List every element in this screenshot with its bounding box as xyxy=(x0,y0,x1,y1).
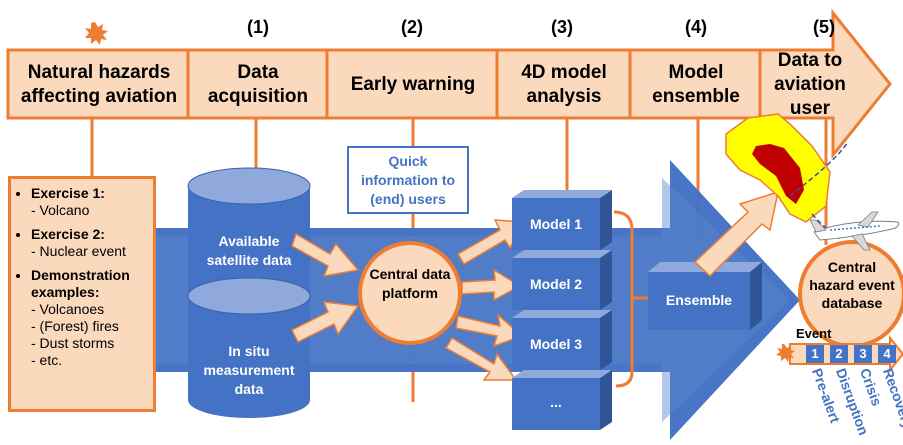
in-situ-data-label: In situ measurement data xyxy=(203,343,295,397)
stage-number-5: (5) xyxy=(813,17,835,37)
exercise-item: Exercise 1: - Volcano xyxy=(31,185,153,219)
stage-number-2: (2) xyxy=(401,17,423,37)
stage-label-ensemble: Model ensemble xyxy=(652,62,740,107)
central-platform-circle xyxy=(358,241,462,345)
phase-1-box: 1 xyxy=(806,345,824,363)
exercise-sub: - Volcano xyxy=(31,202,90,218)
quick-info-box: Quick information to (end) users xyxy=(347,146,469,214)
exercise-title: Exercise 1: xyxy=(31,185,105,201)
exercise-item: Exercise 2: - Nuclear event xyxy=(31,226,153,260)
exercise-sub: - Dust storms xyxy=(31,335,115,351)
input-arrows xyxy=(290,232,360,344)
airplane-icon xyxy=(809,211,900,251)
ensemble-cube xyxy=(648,262,762,330)
ensemble-label: Ensemble xyxy=(665,292,733,308)
flow-arrow xyxy=(156,160,800,440)
model-more-label: ... xyxy=(550,394,562,410)
exercise-title: Exercise 2: xyxy=(31,226,105,242)
model-cubes xyxy=(512,190,612,430)
exercise-sub: - Volcanoes xyxy=(31,301,105,317)
model-bracket xyxy=(613,210,648,388)
model-2-label: Model 2 xyxy=(529,276,583,292)
stage-label-aviation-user: Data to aviation user xyxy=(774,50,846,119)
exercise-sub: - Nuclear event xyxy=(31,243,126,259)
model-arrows xyxy=(444,219,526,381)
exercise-sub: - (Forest) fires xyxy=(31,318,119,334)
stage-number-3: (3) xyxy=(551,17,573,37)
exercises-box: Exercise 1: - Volcano Exercise 2: - Nucl… xyxy=(8,176,156,412)
satellite-data-label: Available satellite data xyxy=(206,233,292,268)
explosion-icon xyxy=(85,22,108,45)
central-platform-label: Central data platform xyxy=(369,266,451,301)
exercise-sub: - etc. xyxy=(31,352,63,368)
stage-number-1: (1) xyxy=(247,17,269,37)
hazard-plume-icon xyxy=(725,113,849,241)
event-label: Event xyxy=(796,326,832,341)
header-arrow xyxy=(6,8,892,160)
model-3-label: Model 3 xyxy=(529,336,583,352)
output-arrow xyxy=(693,190,779,278)
phase-2-box: 2 xyxy=(830,345,848,363)
exercise-item: Demonstration examples: - Volcanoes - (F… xyxy=(31,267,153,369)
stage-label-data-acquisition: Data acquisition xyxy=(207,62,309,107)
exercise-title: Demonstration examples: xyxy=(31,267,130,300)
phase-3-box: 3 xyxy=(854,345,872,363)
phase-4-box: 4 xyxy=(878,345,896,363)
stage-number-4: (4) xyxy=(685,17,707,37)
exercise-list: Exercise 1: - Volcano Exercise 2: - Nucl… xyxy=(11,185,153,369)
model-1-label: Model 1 xyxy=(529,216,583,232)
in-situ-cylinder xyxy=(187,277,311,418)
database-label: Central hazard event database xyxy=(809,259,895,311)
stage-label-hazards: Natural hazards affecting aviation xyxy=(20,62,178,107)
header-dividers xyxy=(186,50,762,118)
event-burst-icon xyxy=(776,344,795,362)
stage-label-early-warning: Early warning xyxy=(350,74,476,95)
stage-label-4d-model: 4D model analysis xyxy=(521,62,607,107)
